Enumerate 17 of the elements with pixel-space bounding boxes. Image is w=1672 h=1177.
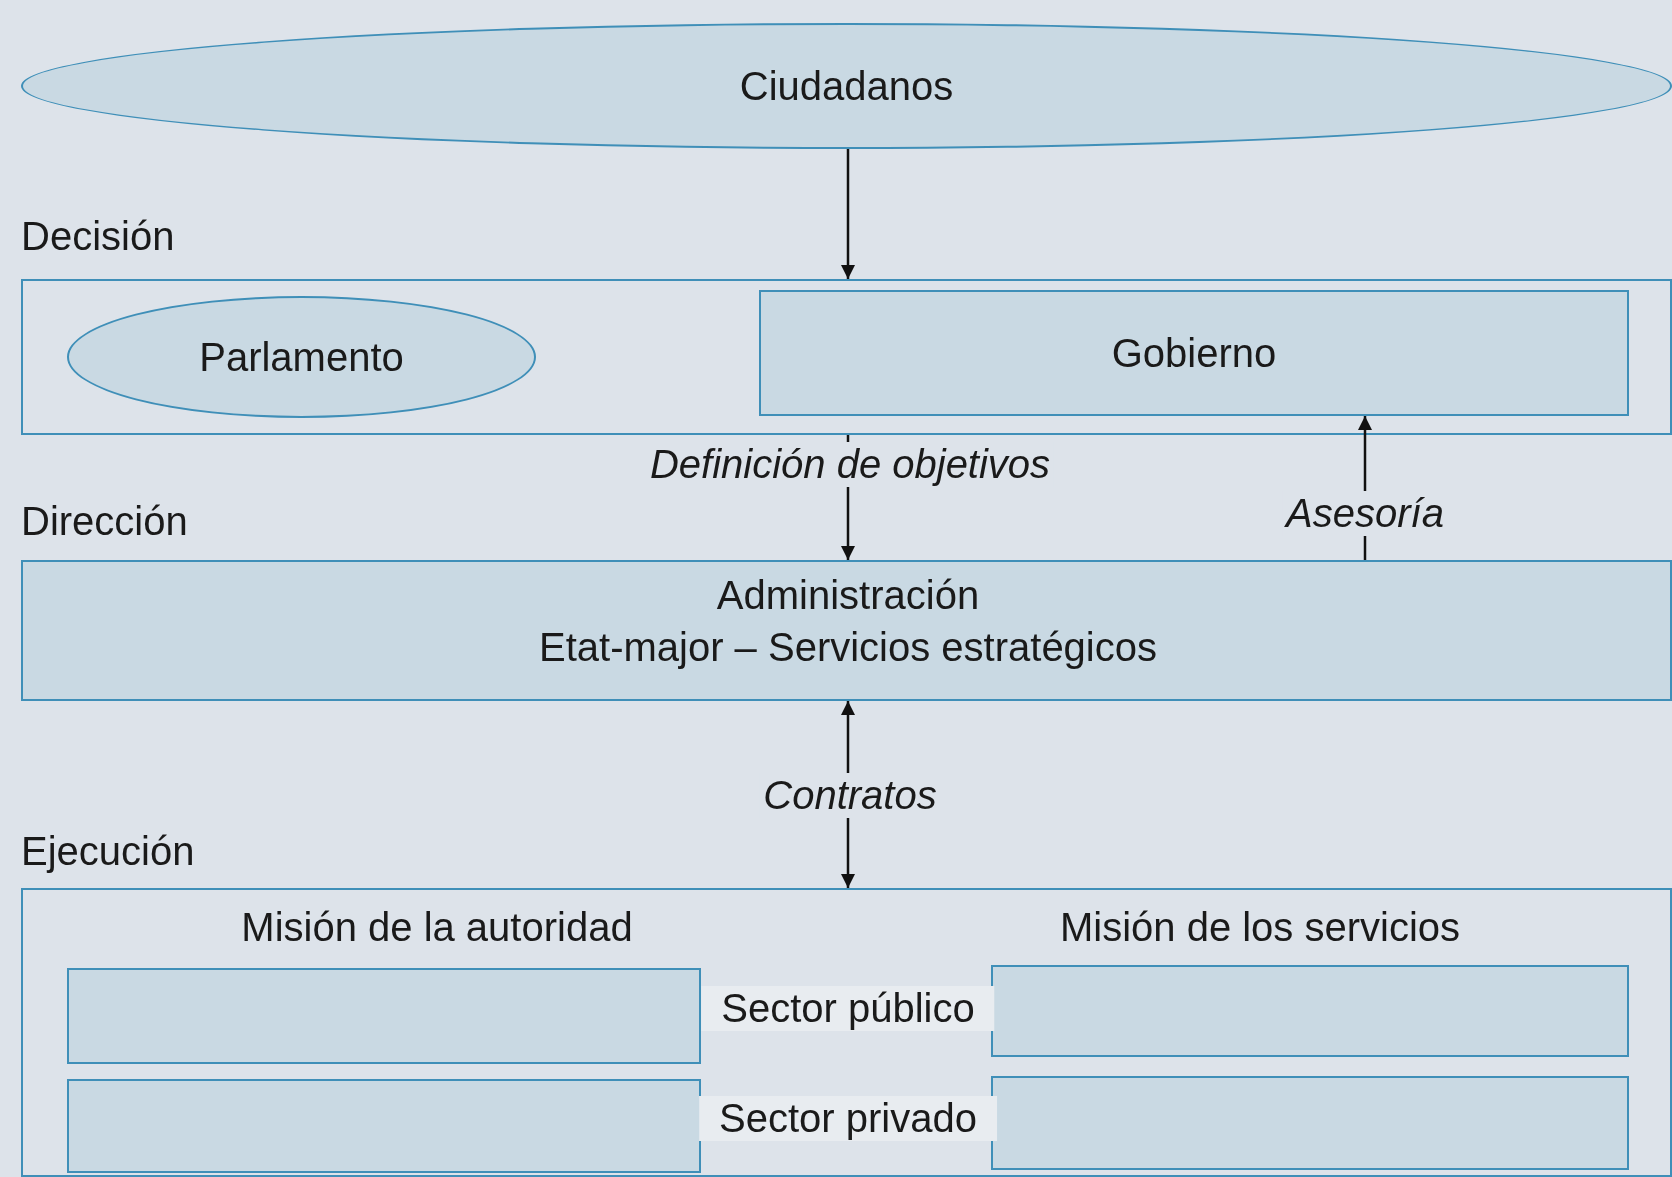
arrow — [841, 149, 855, 279]
box-text: Etat-major – Servicios estratégicos — [539, 625, 1157, 670]
column-heading: Misión de la autoridad — [241, 905, 633, 950]
empty-box — [991, 965, 1629, 1057]
box-text: Administración — [716, 573, 980, 618]
column-heading: Misión de los servicios — [1059, 905, 1461, 950]
empty-box — [67, 968, 701, 1064]
band-heading: Decisión — [21, 214, 175, 259]
process-box: Gobierno — [759, 290, 1629, 416]
row-label: Sector público — [701, 986, 995, 1031]
empty-box — [991, 1076, 1629, 1170]
band-heading: Ejecución — [21, 829, 195, 874]
ellipse-node: Ciudadanos — [21, 23, 1672, 149]
band-heading: Dirección — [21, 499, 188, 544]
row-label: Sector privado — [699, 1096, 997, 1141]
ellipse-node: Parlamento — [67, 296, 536, 418]
empty-box — [67, 1079, 701, 1173]
